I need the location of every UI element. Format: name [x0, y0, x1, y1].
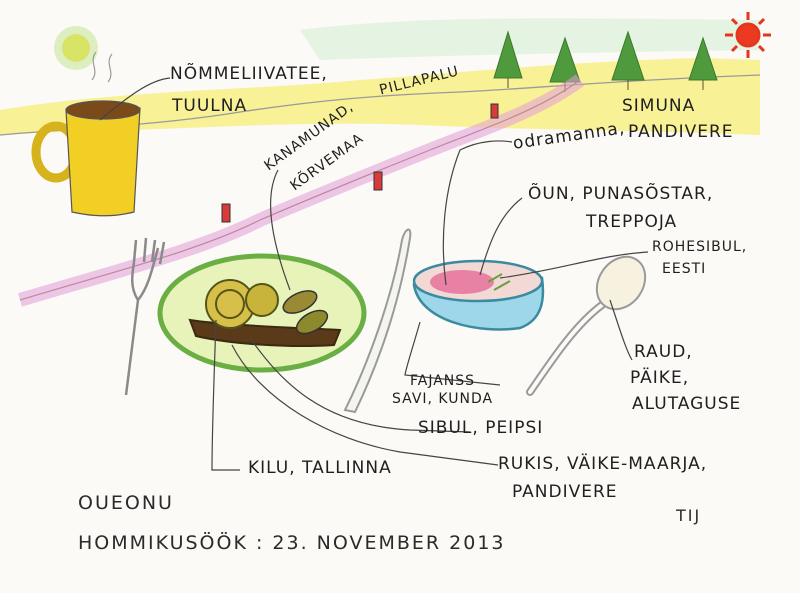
- label-bread-place: PANDIVERE: [512, 482, 618, 502]
- label-forest: SIMUNA: [622, 96, 696, 116]
- footer-name: OUEONU: [78, 492, 174, 514]
- label-fruits-place: TREPPOJA: [586, 212, 678, 232]
- label-coffee: NÕMMELIIVATEE,: [170, 64, 328, 84]
- label-bread: RUKIS, VÄIKE-MAARJA,: [498, 454, 708, 474]
- blue-sky-wash: [300, 18, 760, 60]
- fork-icon: [124, 237, 166, 396]
- red-sun-icon: [725, 12, 771, 58]
- label-spoon-place: ALUTAGUSE: [632, 394, 742, 414]
- label-green-onion: ROHESIBUL,: [652, 239, 748, 255]
- label-sprat: KILU, TALLINNA: [248, 458, 392, 478]
- label-green-onion-place: EESTI: [662, 261, 707, 277]
- coffee-mug-icon: [31, 51, 141, 217]
- label-forest-place: PANDIVERE: [628, 122, 734, 142]
- onion-slices: [205, 279, 279, 329]
- label-coffee-place: TUULNA: [172, 96, 248, 116]
- knife-icon: [343, 228, 412, 414]
- label-spoon: RAUD,: [634, 342, 693, 362]
- label-spoon-sun: PÄIKE,: [630, 368, 690, 388]
- footer-title: HOMMIKUSÖÖK : 23. NOVEMBER 2013: [78, 532, 506, 554]
- leader-lines: [99, 77, 649, 471]
- sun-icon: [54, 26, 98, 70]
- sprat-fish: [282, 290, 329, 335]
- signature: TIJ: [676, 506, 702, 525]
- label-fruits: ÕUN, PUNASÕSTAR,: [528, 184, 714, 204]
- label-bowl-place: SAVI, KUNDA: [392, 391, 494, 407]
- label-onion: SIBUL, PEIPSI: [418, 418, 544, 438]
- label-bowl: FAJANSS: [410, 373, 476, 389]
- spoon-icon: [526, 255, 647, 396]
- bowl-icon: [412, 259, 545, 331]
- road-markers: [221, 103, 499, 223]
